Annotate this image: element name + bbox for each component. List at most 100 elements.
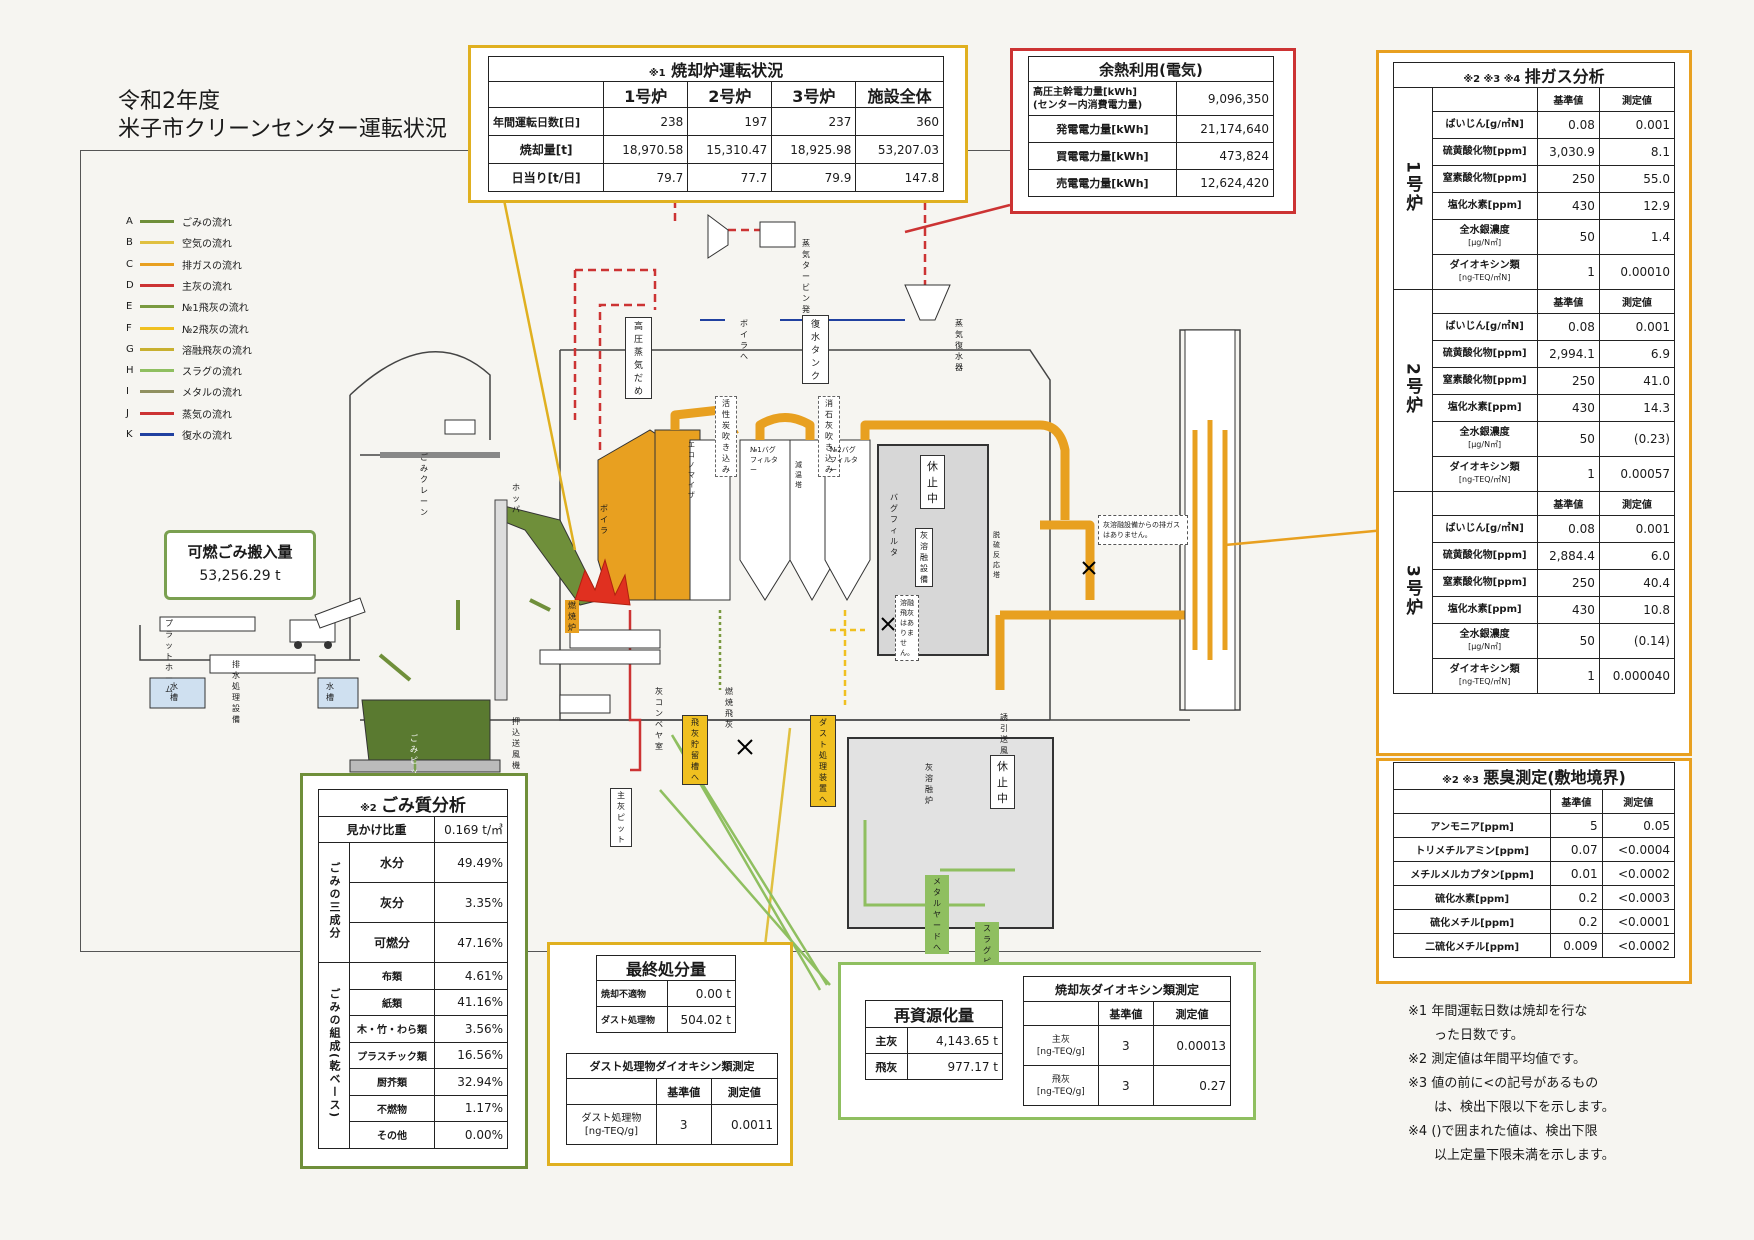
exhaust-label: 塩化水素[ppm]	[1431, 192, 1538, 220]
condenser-label: 蒸気復水器	[955, 319, 963, 372]
exhaust-value: 55.0	[1598, 165, 1676, 193]
dust-dioxin-table: ダスト処理物ダイオキシン類測定 基準値測定値 ダスト処理物[ng-TEQ/g] …	[566, 1053, 779, 1145]
composition-value: 16.56%	[433, 1041, 509, 1069]
op-cell: 237	[771, 107, 857, 136]
hp-header-label: 高圧蒸気だめ	[625, 317, 653, 399]
composition-label: 木・竹・わら類	[349, 1015, 435, 1043]
pit-base	[349, 759, 501, 773]
exhaust-label-main: ダイオキシン類	[1449, 260, 1520, 271]
odor-std: 0.2	[1550, 909, 1603, 934]
exhaust-value: 0.00057	[1598, 456, 1676, 492]
exhaust-note: 灰溶融設備からの排ガスはありません。	[1098, 515, 1188, 545]
component-group-label: ごみの三成分	[328, 862, 341, 940]
recycle-title: 再資源化量	[865, 1000, 1003, 1028]
exhaust-std: 3,030.9	[1536, 138, 1600, 166]
exhaust-label-main: ダイオキシン類	[1449, 664, 1520, 675]
power-label-main: 高圧主幹電力量[kWh]	[1033, 86, 1137, 98]
stack-flues	[1192, 420, 1228, 660]
op-row-label: 日当り[t/日]	[487, 163, 605, 192]
exhaust-label: ダイオキシン類[ng-TEQ/㎥N]	[1431, 456, 1538, 492]
footnote-mark: ※2	[1408, 1052, 1428, 1067]
component-value: 47.16%	[433, 922, 509, 963]
footnote-cont: った日数です。	[1434, 1028, 1524, 1043]
metal-yard-label: メタルヤードへ	[925, 875, 949, 954]
op-col: 施設全体	[855, 81, 944, 108]
exhaust-label: 全水銀濃度[μg/N㎥]	[1431, 623, 1538, 659]
power-value: 9,096,350	[1175, 81, 1275, 116]
legend-label: ごみの流れ	[182, 218, 232, 229]
exhaust-label: 窒素酸化物[ppm]	[1431, 165, 1538, 193]
op-mark: ※1	[648, 68, 666, 79]
exhaust-label-main: 塩化水素[ppm]	[1447, 402, 1522, 413]
odor-std: 0.009	[1550, 933, 1603, 958]
ash-dx-std: 3	[1097, 1025, 1154, 1066]
exhaust-std: 50	[1536, 623, 1600, 659]
furnace-name: 2号炉	[1393, 289, 1433, 492]
footnote-mark: ※4	[1408, 1124, 1428, 1139]
bagfilter-2-label: №2バグフィルター	[830, 446, 858, 474]
melting-furnace-area	[847, 737, 1054, 929]
ash-dx-label-unit: [ng-TEQ/g]	[1036, 1086, 1085, 1097]
op-cell: 360	[855, 107, 944, 136]
exhaust-label-main: 硫黄酸化物[ppm]	[1442, 550, 1527, 561]
exhaust-h1: 基準値	[1536, 87, 1600, 112]
legend-label: 主灰の流れ	[182, 281, 232, 293]
exhaust-std: 1	[1536, 254, 1600, 290]
final-label: ダスト処理物	[595, 1006, 669, 1033]
legend-label: メタルの流れ	[182, 388, 242, 400]
exhaust-value: 14.3	[1598, 394, 1676, 422]
ash-dioxin-table: 焼却灰ダイオキシン類測定 基準値測定値 主灰[ng-TEQ/g] 3 0.000…	[1023, 976, 1232, 1106]
hopper-label: ホッパ	[512, 483, 520, 514]
odor-value: 0.05	[1601, 813, 1676, 838]
component-value: 3.35%	[433, 882, 509, 923]
ash-silo-label: 飛灰貯留槽へ	[682, 715, 708, 785]
exhaust-value: 6.0	[1598, 542, 1676, 570]
footnote-text: 値の前に<の記号があるもの	[1431, 1076, 1599, 1091]
composition-group: ごみの組成(乾ベース)	[318, 962, 350, 1149]
footnote-text: ()で囲まれた値は、検出下限	[1431, 1124, 1598, 1139]
exhaust-value: 6.9	[1598, 340, 1676, 368]
exhaust-corner	[1431, 289, 1538, 314]
exhaust-label: 窒素酸化物[ppm]	[1431, 367, 1538, 395]
op-col: 1号炉	[603, 81, 689, 108]
exhaust-std: 1	[1536, 456, 1600, 492]
legend-swatch	[140, 262, 174, 266]
quality-title: ごみ質分析	[380, 795, 466, 816]
exhaust-std: 430	[1536, 192, 1600, 220]
exhaust-label: 全水銀濃度[μg/N㎥]	[1431, 421, 1538, 457]
composition-label: 厨芥類	[349, 1068, 435, 1096]
exhaust-label: 全水銀濃度[μg/N㎥]	[1431, 219, 1538, 255]
legend-code: J	[126, 407, 129, 419]
power-value: 12,624,420	[1175, 169, 1275, 197]
composition-value: 41.16%	[433, 988, 509, 1016]
component-label: 灰分	[349, 882, 435, 923]
ash-dx-corner	[1023, 1001, 1099, 1026]
activated-carbon-label: 活性炭吹き込み	[715, 396, 737, 477]
odor-corner	[1392, 789, 1552, 814]
legend-code: H	[126, 365, 134, 377]
composition-group-label: ごみの組成(乾ベース)	[328, 988, 341, 1120]
legend-code: C	[126, 258, 133, 270]
exhaust-std: 2,994.1	[1536, 340, 1600, 368]
odor-value: <0.0002	[1601, 933, 1676, 958]
exhaust-value: 0.001	[1598, 111, 1676, 139]
composition-value: 1.17%	[433, 1094, 509, 1122]
